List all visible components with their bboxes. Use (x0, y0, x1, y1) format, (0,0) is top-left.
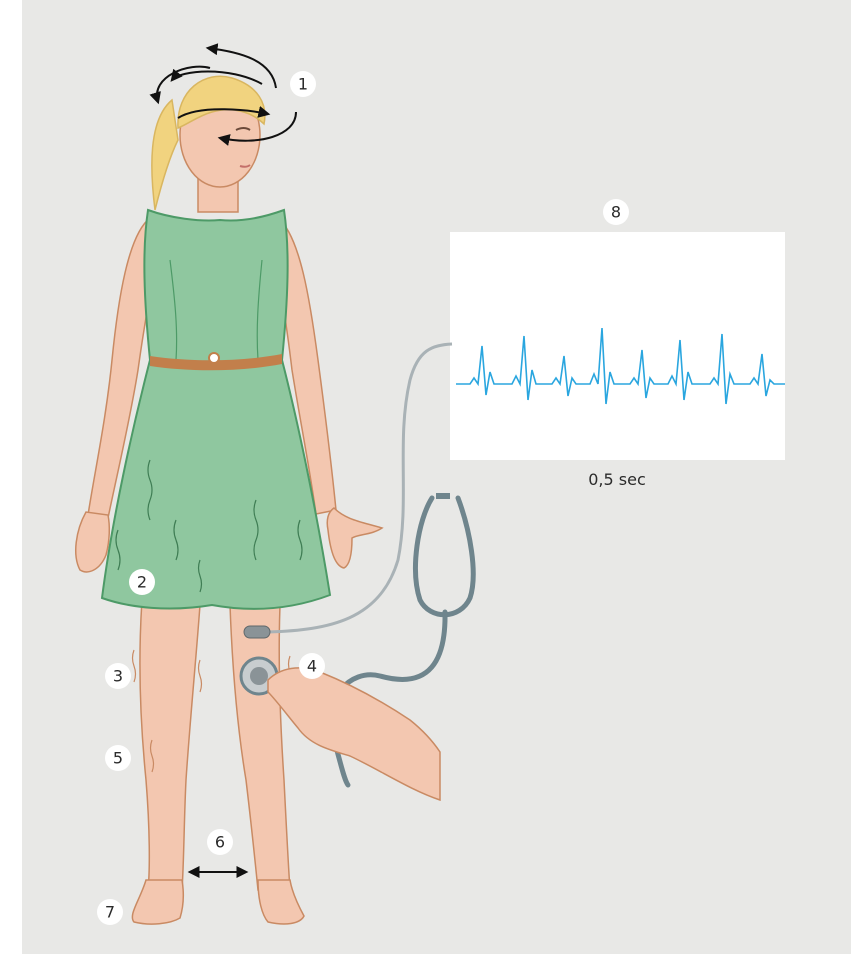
svg-text:1: 1 (298, 75, 308, 94)
svg-text:2: 2 (137, 573, 147, 592)
marker-8: 8 (603, 199, 629, 225)
svg-text:5: 5 (113, 749, 123, 768)
svg-text:7: 7 (105, 903, 115, 922)
ecg-panel (450, 232, 785, 460)
marker-4: 4 (299, 653, 325, 679)
marker-3: 3 (105, 663, 131, 689)
marker-1: 1 (290, 71, 316, 97)
stethoscope-earpiece (436, 493, 450, 499)
belt-buckle (209, 353, 219, 363)
marker-7: 7 (97, 899, 123, 925)
marker-6: 6 (207, 829, 233, 855)
sensor-icon (244, 626, 270, 638)
svg-text:6: 6 (215, 833, 225, 852)
svg-text:3: 3 (113, 667, 123, 686)
marker-5: 5 (105, 745, 131, 771)
svg-text:4: 4 (307, 657, 317, 676)
marker-2: 2 (129, 569, 155, 595)
svg-text:8: 8 (611, 203, 621, 222)
ecg-caption: 0,5 sec (588, 470, 646, 489)
